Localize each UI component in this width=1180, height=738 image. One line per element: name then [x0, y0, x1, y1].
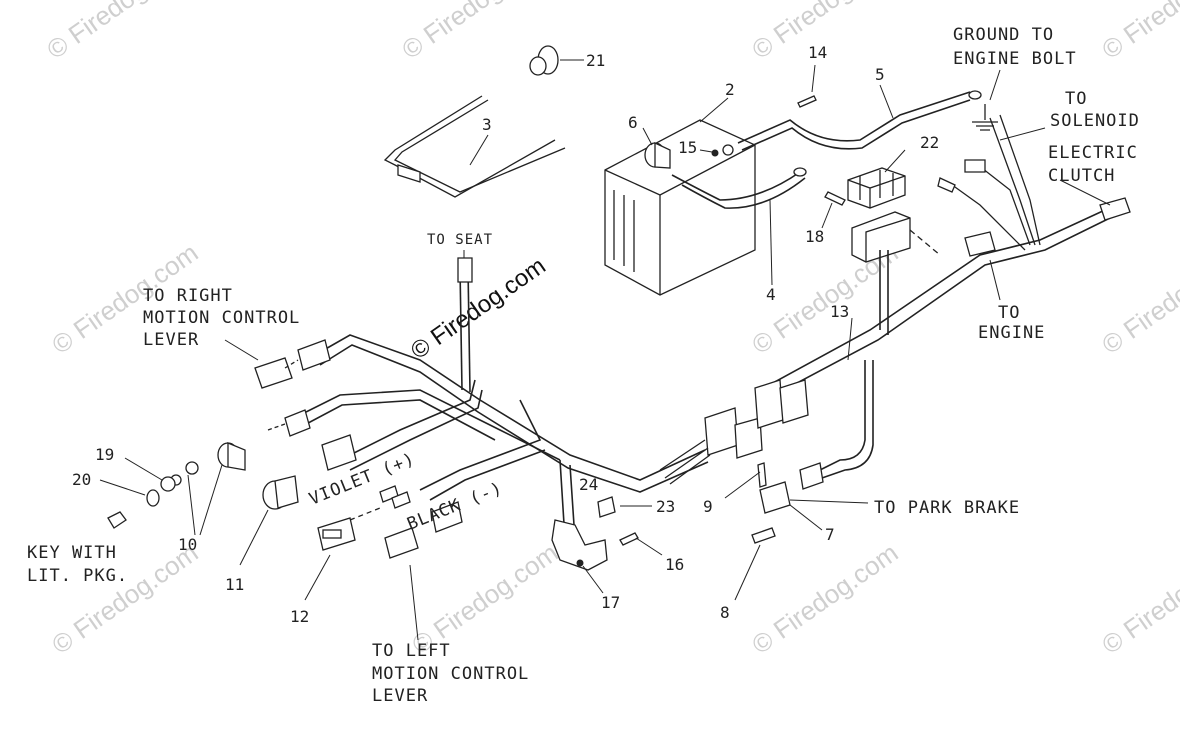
- part-15-bolt: [699, 144, 734, 157]
- part-number: 6: [628, 113, 638, 132]
- part-6-terminal-boot: [642, 127, 671, 169]
- ground-label-line2: ENGINE BOLT: [953, 49, 1077, 69]
- right-lever-label-line3: LEVER: [143, 330, 199, 350]
- part-number: 15: [678, 138, 697, 157]
- violet-black-connectors: [321, 434, 463, 533]
- part-number-labels: 21 3 2 6 15 14 5 22 18 4 13 19 20 10 11 …: [72, 43, 939, 626]
- part-number: 20: [72, 470, 91, 489]
- part-number: 5: [875, 65, 885, 84]
- part-22-relays: [847, 149, 906, 209]
- callout-labels: GROUND TO ENGINE BOLT TO SOLENOID ELECTR…: [27, 25, 1140, 706]
- part-number: 18: [805, 227, 824, 246]
- part-13-main-harness: [759, 179, 1131, 401]
- part-number: 16: [665, 555, 684, 574]
- watermark: © Firedog.com: [746, 537, 903, 660]
- part-2-battery: [604, 97, 756, 296]
- seat-connector: [457, 250, 473, 283]
- part-number: 2: [725, 80, 735, 99]
- ground-symbol: [972, 69, 1001, 131]
- part-4-battery-cable: [671, 167, 807, 286]
- part-number: 4: [766, 285, 776, 304]
- part-number: 8: [720, 603, 730, 622]
- clutch-label-line1: ELECTRIC: [1048, 143, 1138, 163]
- left-motion-switch: [384, 527, 419, 641]
- part-number: 3: [482, 115, 492, 134]
- part-number: 14: [808, 43, 827, 62]
- engine-label-line2: ENGINE: [978, 323, 1045, 343]
- part-number: 9: [703, 497, 713, 516]
- right-lever-label-line1: TO RIGHT: [143, 286, 233, 306]
- part-5-ground-cable: [737, 84, 982, 151]
- harness-drop-relay: [819, 250, 889, 479]
- watermark: © Firedog.com: [396, 0, 553, 65]
- part-number: 7: [825, 525, 835, 544]
- part-number: 10: [178, 535, 197, 554]
- watermark: © Firedog.com: [1096, 537, 1180, 660]
- left-lever-label-line1: TO LEFT: [372, 641, 451, 661]
- part-10-ignition-switch: [170, 442, 246, 536]
- part-18-relay-bracket: [821, 191, 941, 263]
- part-number: 19: [95, 445, 114, 464]
- part-21-grommet: [529, 45, 584, 76]
- main-harness-trunk: [289, 267, 709, 556]
- part-19-nut: [124, 457, 176, 492]
- part-number: 21: [586, 51, 605, 70]
- left-lever-label-line2: MOTION CONTROL: [372, 664, 529, 684]
- upper-right-wires: [937, 114, 1046, 251]
- part-3-hold-down-bracket: [383, 95, 566, 198]
- key-label-line1: KEY WITH: [27, 543, 117, 563]
- right-motion-switch: [224, 339, 331, 389]
- watermark: © Firedog.com: [41, 0, 198, 65]
- part-number: 12: [290, 607, 309, 626]
- clutch-label-line2: CLUTCH: [1048, 166, 1115, 186]
- ignition-plug: [267, 409, 311, 437]
- seat-label: TO SEAT: [427, 232, 493, 248]
- engine-label-line1: TO: [998, 303, 1020, 323]
- key-label-line2: LIT. PKG.: [27, 566, 128, 586]
- left-lever-label-line3: LEVER: [372, 686, 428, 706]
- part-number: 23: [656, 497, 675, 516]
- ground-label-line1: GROUND TO: [953, 25, 1054, 45]
- black-label: BLACK (-): [404, 478, 505, 534]
- part-12-hour-meter: [304, 507, 381, 601]
- park-brake-label: TO PARK BRAKE: [874, 498, 1020, 518]
- right-lever-label-line2: MOTION CONTROL: [143, 308, 300, 328]
- part-number: 17: [601, 593, 620, 612]
- park-brake-switch: [724, 462, 869, 601]
- part-14-bolt: [797, 64, 817, 108]
- watermark: © Firedog.com: [1096, 237, 1180, 360]
- part-20-key: [99, 479, 160, 529]
- part-number: 22: [920, 133, 939, 152]
- center-connectors: [659, 379, 809, 485]
- part-16-17-bracket: [551, 519, 663, 594]
- solenoid-label-line2: SOLENOID: [1050, 111, 1140, 131]
- part-number: 24: [579, 475, 598, 494]
- watermark-main: © Firedog.com: [406, 252, 551, 365]
- watermark: © Firedog.com: [1096, 0, 1180, 65]
- part-11-indicator: [239, 475, 299, 566]
- part-24-relay: [597, 496, 652, 518]
- part-number: 13: [830, 302, 849, 321]
- solenoid-label-line1: TO: [1065, 89, 1087, 109]
- part-number: 11: [225, 575, 244, 594]
